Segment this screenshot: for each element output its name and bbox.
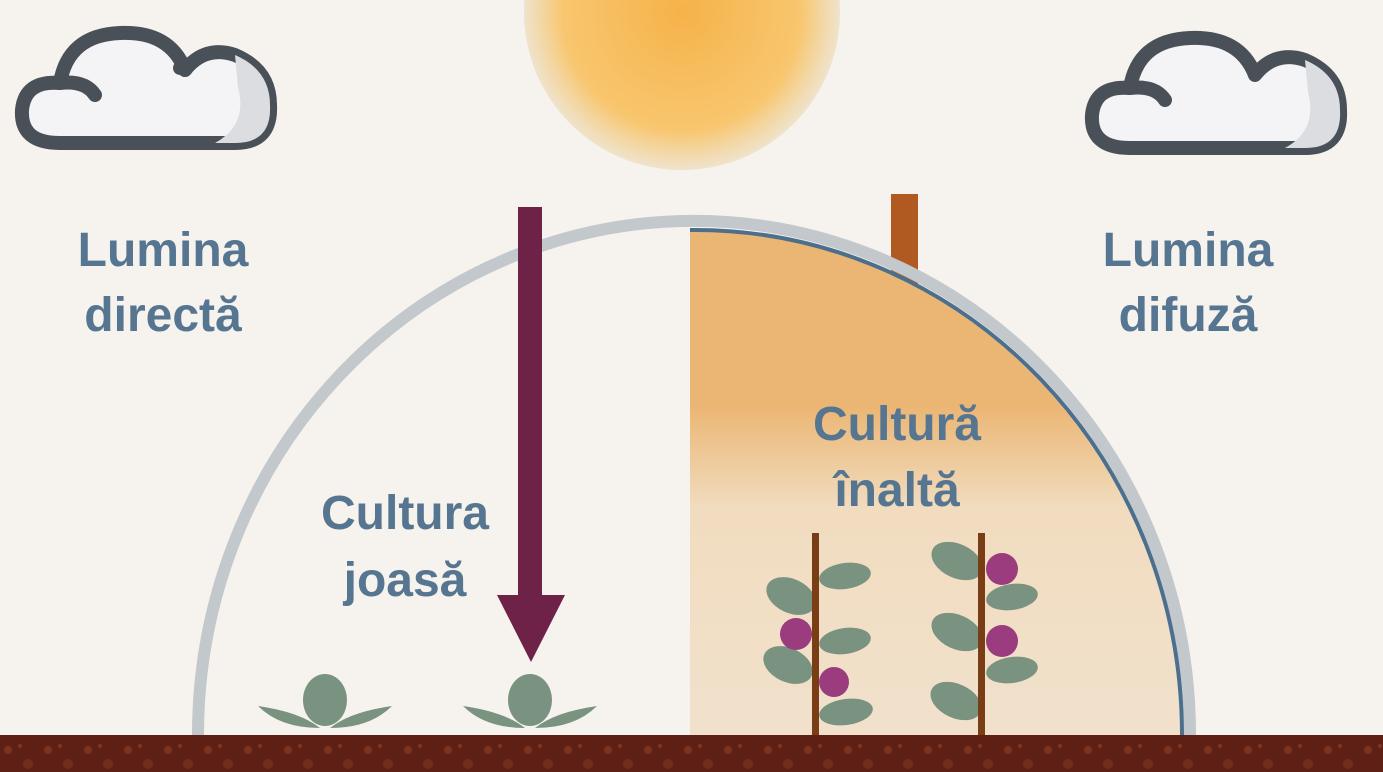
tall-crop-label-line2: înaltă [832,464,960,517]
cloud-icon-left [14,25,278,150]
low-crop-label-line2: joasă [343,554,467,607]
direct-light-label-line2: directă [84,289,242,342]
flower-icon [986,553,1018,585]
low-plant [258,674,392,728]
tall-plant [930,533,1038,735]
greenhouse-film [689,227,1184,736]
diffuse-light-label-line2: difuză [1119,289,1258,342]
direct-light-arrow [497,207,565,662]
flower-icon [819,667,849,697]
sun-icon [524,0,840,170]
flower-icon [780,618,812,650]
low-crop-label-line1: Cultura [321,487,489,540]
soil [0,735,1383,772]
diffuse-light-label-line1: Lumina [1103,224,1274,277]
low-plant [463,674,597,728]
greenhouse-frame [192,214,1196,736]
direct-light-label-line1: Lumina [78,224,249,277]
tall-crop-label-line1: Cultură [813,398,981,451]
cloud-icon-right [1084,30,1348,155]
flower-icon [986,625,1018,657]
tall-plant [763,533,873,735]
